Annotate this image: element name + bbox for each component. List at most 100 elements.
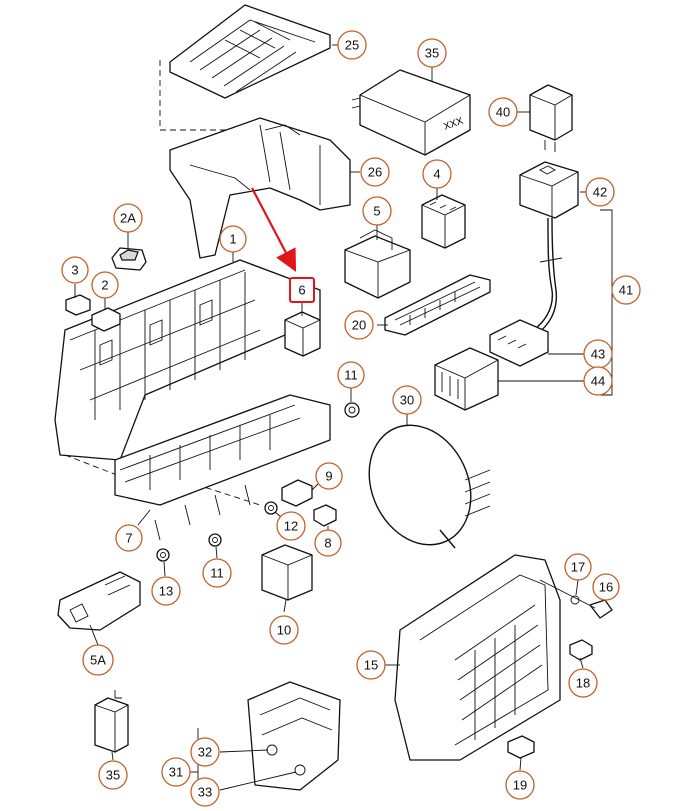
bolt-16-part [539, 579, 613, 619]
connector-44-part [434, 347, 499, 411]
control-unit-part: XXX [351, 69, 471, 156]
callout-11-upper-label: 11 [344, 368, 358, 383]
callout-3-label: 3 [71, 263, 78, 278]
callout-2a-label: 2A [120, 211, 136, 226]
callout-18-label: 18 [576, 676, 590, 691]
callout-6-highlighted: 6 [289, 277, 315, 303]
callout-16: 16 [592, 573, 620, 601]
callout-19-label: 19 [513, 778, 527, 793]
callout-33: 33 [190, 777, 220, 807]
callout-9: 9 [315, 462, 343, 490]
callout-15: 15 [356, 650, 386, 680]
callout-15-label: 15 [364, 658, 378, 673]
relay-40-part [529, 84, 573, 152]
callout-33-label: 33 [198, 785, 212, 800]
bracket-5a-part [57, 571, 141, 631]
callout-9-label: 9 [325, 469, 332, 484]
callout-18: 18 [568, 668, 598, 698]
callout-42: 42 [585, 177, 615, 207]
callout-5: 5 [362, 196, 392, 226]
relay-plate-7-part [114, 394, 331, 541]
callout-20: 20 [344, 310, 374, 340]
relay-6-part [284, 311, 321, 357]
callout-5a-label: 5A [90, 653, 106, 668]
wiring-harness-part [519, 209, 613, 396]
callout-43-label: 43 [591, 347, 605, 362]
callout-31-label: 31 [169, 765, 183, 780]
callout-1: 1 [219, 225, 247, 253]
callout-42-label: 42 [593, 185, 607, 200]
callout-32: 32 [190, 737, 220, 767]
callout-35-bottom: 35 [98, 760, 128, 790]
callout-44: 44 [583, 366, 613, 396]
callout-4-label: 4 [433, 167, 440, 182]
callout-8-label: 8 [324, 536, 331, 551]
callout-20-label: 20 [352, 318, 366, 333]
clip-18-part [569, 639, 593, 661]
callout-10: 10 [269, 615, 299, 645]
callout-30-label: 30 [400, 393, 414, 408]
callout-11-upper: 11 [337, 361, 365, 389]
callout-44-label: 44 [591, 374, 605, 389]
callout-19: 19 [505, 770, 535, 800]
callouts: 25 35 40 26 4 42 2A 5 1 3 2 6 41 20 43 4… [61, 30, 641, 807]
callout-17-label: 17 [571, 560, 585, 575]
connector-strip-20-part [384, 274, 491, 336]
callout-1-label: 1 [229, 232, 236, 247]
relay-holder-part [197, 681, 341, 791]
callout-13: 13 [151, 576, 181, 606]
callout-12: 12 [276, 511, 306, 541]
clip-8-part [313, 504, 337, 527]
callout-2a: 2A [113, 203, 143, 233]
callout-8: 8 [314, 529, 342, 557]
clip-19-part [507, 735, 535, 759]
nut-11a-part [344, 402, 360, 418]
fuse-box-lid-part [394, 554, 561, 761]
callout-40: 40 [488, 97, 518, 127]
cover-bracket-part [169, 117, 351, 259]
relay-10-part [261, 544, 313, 601]
callout-25-label: 25 [345, 38, 359, 53]
relay-base-5-part [344, 229, 411, 299]
fuse-box-cover-part [159, 4, 331, 131]
clip-17-part [570, 595, 580, 605]
callout-31: 31 [161, 757, 191, 787]
callout-12-label: 12 [284, 519, 298, 534]
callout-4: 4 [422, 159, 452, 189]
nut-11b-part [208, 533, 222, 547]
callout-35-top-label: 35 [425, 46, 439, 61]
callout-26: 26 [360, 157, 390, 187]
callout-7: 7 [115, 524, 143, 552]
callout-2-label: 2 [101, 278, 108, 293]
callout-25: 25 [337, 30, 367, 60]
callout-35-bottom-label: 35 [106, 768, 120, 783]
callout-5a: 5A [82, 644, 114, 676]
callout-2: 2 [91, 271, 119, 299]
relay-4-part [421, 194, 466, 249]
callout-13-label: 13 [159, 584, 173, 599]
clip-9-part [281, 479, 313, 507]
highlight-arrow [251, 187, 297, 272]
callout-6-label: 6 [298, 283, 305, 298]
callout-5-label: 5 [373, 204, 380, 219]
clip-2a-part [111, 247, 147, 271]
callout-3: 3 [61, 256, 89, 284]
connector-42-part [519, 161, 579, 219]
cable-loop-part [368, 424, 491, 549]
fuse-2-part [91, 307, 121, 332]
fuse-3-part [65, 294, 91, 316]
callout-11-lower: 11 [202, 558, 232, 588]
callout-16-label: 16 [599, 580, 613, 595]
callout-10-label: 10 [277, 623, 291, 638]
nut-13-part [156, 548, 170, 562]
callout-leaders [74, 44, 603, 791]
callout-26-label: 26 [368, 165, 382, 180]
callout-7-label: 7 [125, 531, 132, 546]
connector-43-part [489, 319, 549, 367]
callout-43: 43 [583, 339, 613, 369]
callout-41: 41 [611, 275, 641, 305]
callout-41-label: 41 [619, 283, 633, 298]
callout-17: 17 [564, 553, 592, 581]
callout-40-label: 40 [496, 105, 510, 120]
